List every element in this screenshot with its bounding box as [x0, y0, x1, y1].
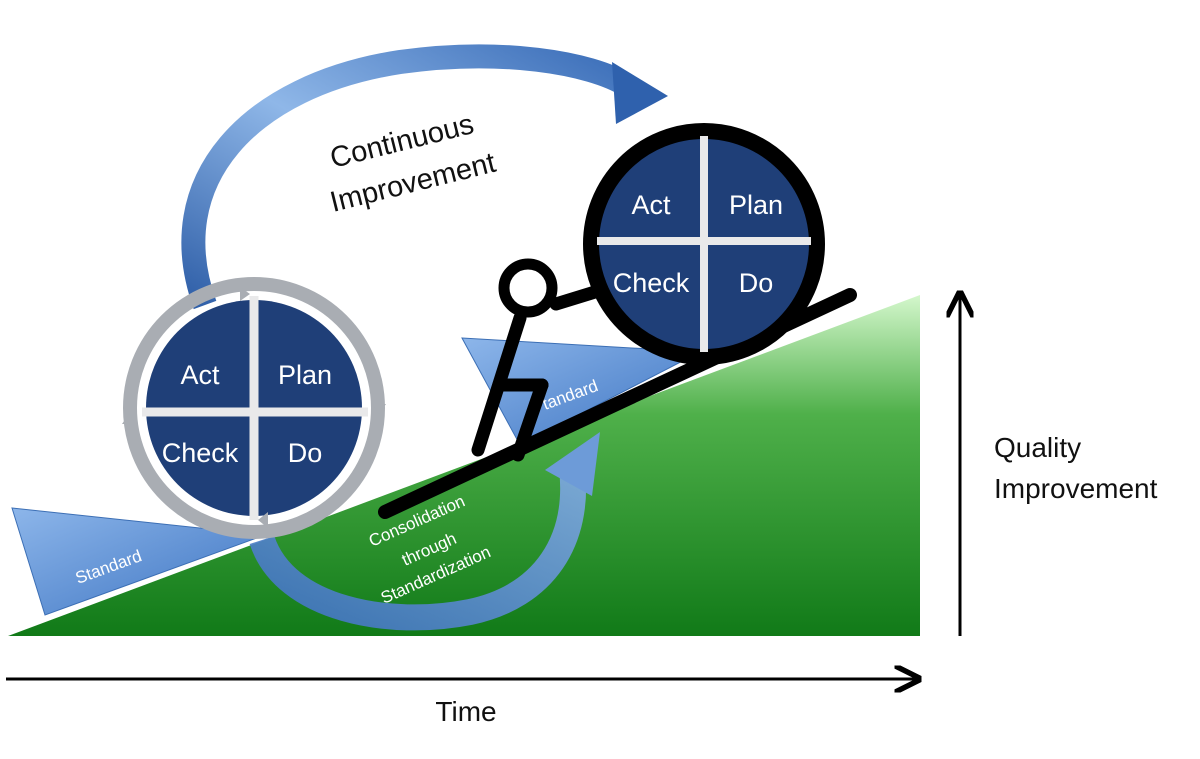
- pdca-upper-do: Do: [739, 268, 774, 298]
- standard-wedge-upper: tandard: [461, 337, 702, 446]
- cycle-arrow-icon: [240, 287, 250, 301]
- continuous-improvement-arrow: [181, 44, 668, 310]
- quality-axis-label-line2: Improvement: [994, 473, 1158, 504]
- consolidation-arrow: [249, 432, 600, 631]
- pdca-upper-plan: Plan: [729, 190, 783, 220]
- pdca-lower-act: Act: [180, 360, 220, 390]
- pdca-lower-do: Do: [288, 438, 323, 468]
- pdca-lower-plan: Plan: [278, 360, 332, 390]
- pdca-upper-check: Check: [613, 268, 690, 298]
- cycle-arrow-icon: [258, 512, 268, 528]
- pdca-wheel-lower: Act Plan Check Do: [122, 277, 386, 539]
- quality-axis-label-line1: Quality: [994, 432, 1081, 463]
- pdca-upper-act: Act: [631, 190, 671, 220]
- quality-slope: [8, 295, 920, 636]
- continuous-improvement-arrow-head: [612, 62, 668, 124]
- pdca-wheel-upper: Act Plan Check Do: [583, 123, 825, 365]
- continuous-improvement-label: Continuous Improvement: [327, 108, 499, 219]
- figure-head: [498, 258, 558, 318]
- pdca-lower-check: Check: [162, 438, 239, 468]
- consolidation-arrow-head: [545, 432, 600, 496]
- cycle-arrow-icon: [372, 404, 386, 414]
- cycle-arrow-icon: [122, 414, 136, 424]
- standard-wedge-lower: Standard: [11, 507, 266, 616]
- time-axis-label: Time: [435, 696, 496, 727]
